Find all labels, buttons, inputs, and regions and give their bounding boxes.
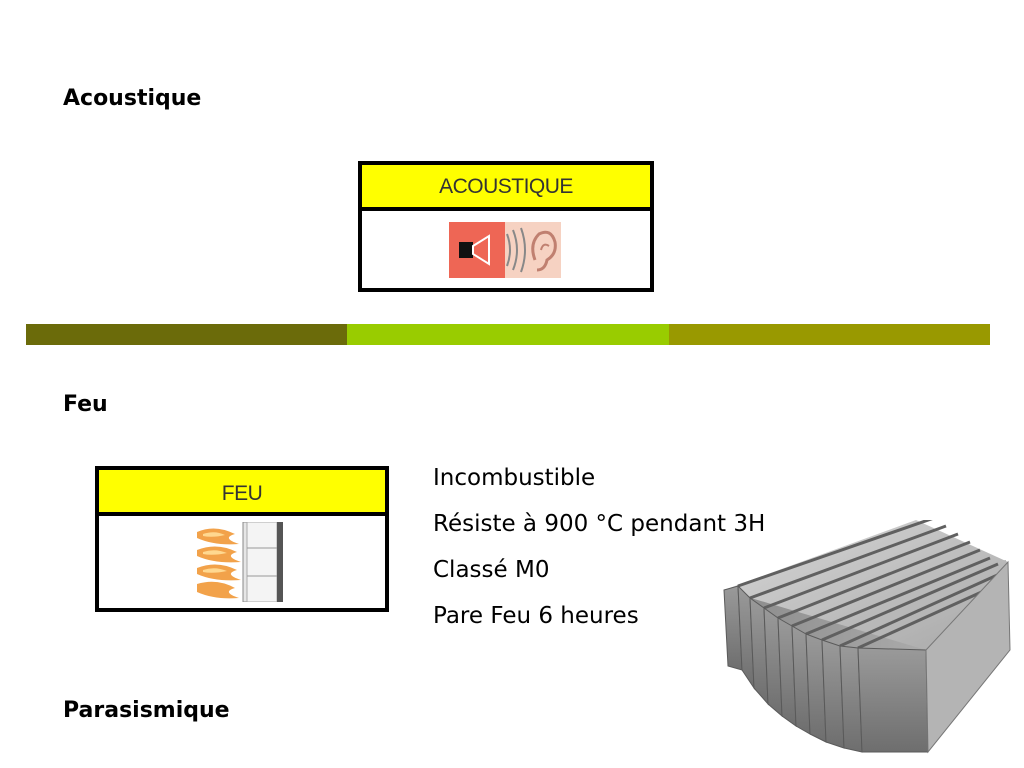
- speaker-ear-icon: [449, 222, 561, 278]
- feu-badge-label: FEU: [99, 470, 385, 516]
- divider-segment-dark-olive: [26, 324, 347, 345]
- feu-properties-list: Incombustible Résiste à 900 °C pendant 3…: [433, 460, 765, 644]
- acoustique-badge-label: ACOUSTIQUE: [362, 165, 650, 211]
- list-item: Classé M0: [433, 557, 550, 583]
- list-item: Résiste à 900 °C pendant 3H: [433, 511, 766, 537]
- divider-segment-lime: [347, 324, 669, 345]
- section-heading-acoustique: Acoustique: [63, 86, 202, 111]
- acoustique-badge: ACOUSTIQUE: [358, 161, 654, 292]
- section-heading-parasismique: Parasismique: [63, 698, 230, 723]
- section-divider: [26, 324, 990, 345]
- feu-badge: FEU: [95, 466, 389, 612]
- concrete-brick-image: [723, 520, 1011, 754]
- flame-wall-icon: [197, 522, 283, 602]
- section-heading-feu: Feu: [63, 392, 108, 417]
- divider-segment-olive: [669, 324, 990, 345]
- list-item: Pare Feu 6 heures: [433, 603, 639, 629]
- list-item: Incombustible: [433, 465, 596, 491]
